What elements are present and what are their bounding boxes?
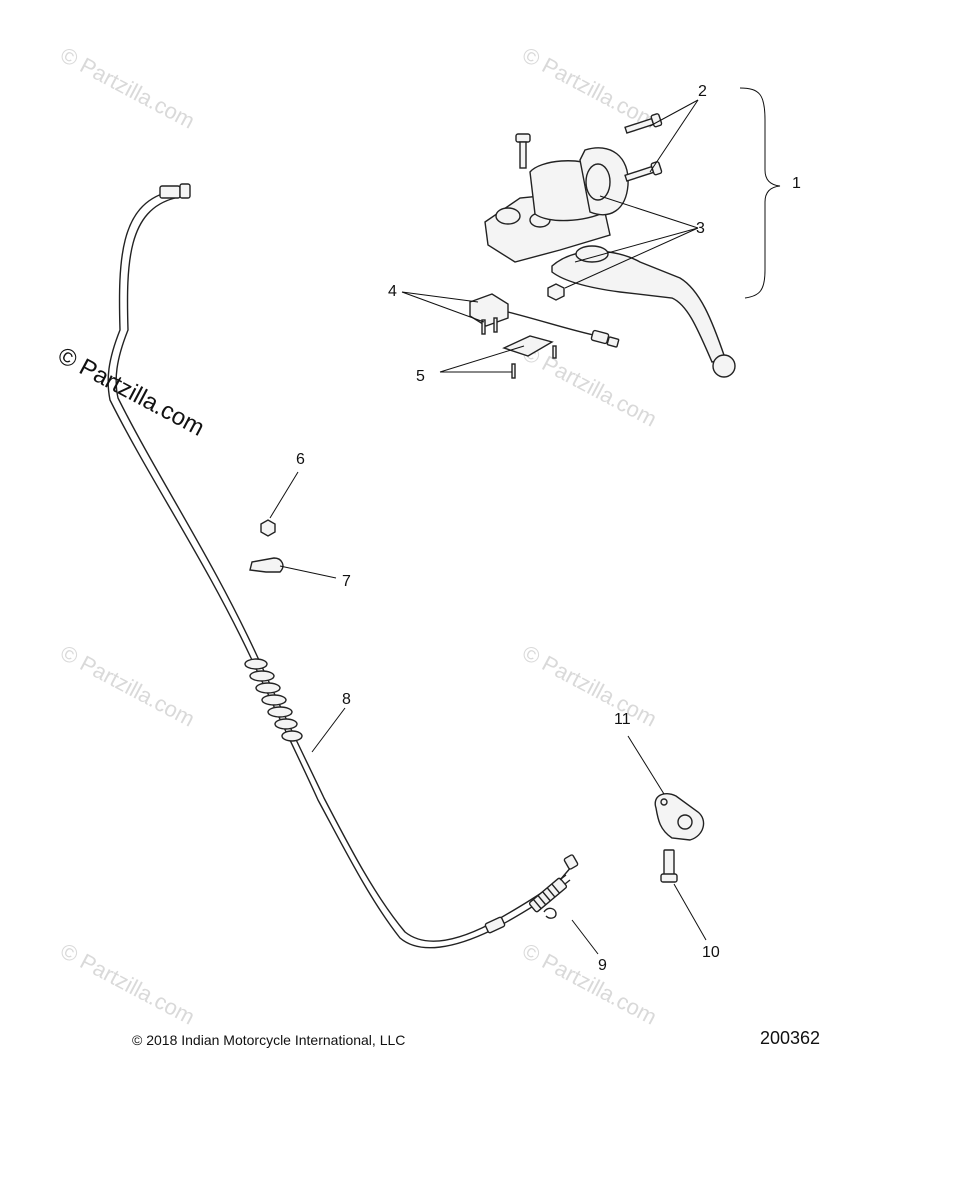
mount-bracket <box>654 792 705 841</box>
callout-6: 6 <box>296 451 305 468</box>
cable-clamp <box>249 557 284 573</box>
screw <box>660 849 678 883</box>
callout-7: 7 <box>342 573 351 590</box>
copyright-text: 2018 Indian Motorcycle International, LL… <box>146 1032 406 1048</box>
callout-1: 1 <box>792 175 801 192</box>
callout-11: 11 <box>614 711 631 728</box>
nut <box>260 519 276 537</box>
copyright-notice: © 2018 Indian Motorcycle International, … <box>132 1032 405 1048</box>
callout-8: 8 <box>342 691 351 708</box>
callout-9: 9 <box>598 957 607 974</box>
cable-boot <box>244 658 303 742</box>
leader-lines <box>269 99 707 955</box>
callout-2: 2 <box>698 83 707 100</box>
callout-3: 3 <box>696 220 705 237</box>
e-clip <box>543 907 557 919</box>
callout-5: 5 <box>416 368 425 385</box>
diagram-number: 200362 <box>760 1028 821 1048</box>
callout-10: 10 <box>702 944 720 961</box>
clutch-cable <box>107 183 579 949</box>
clutch-switch <box>469 293 620 379</box>
clutch-lever-assembly <box>484 87 781 378</box>
callout-4: 4 <box>388 283 397 300</box>
copyright-icon: © <box>132 1032 143 1048</box>
